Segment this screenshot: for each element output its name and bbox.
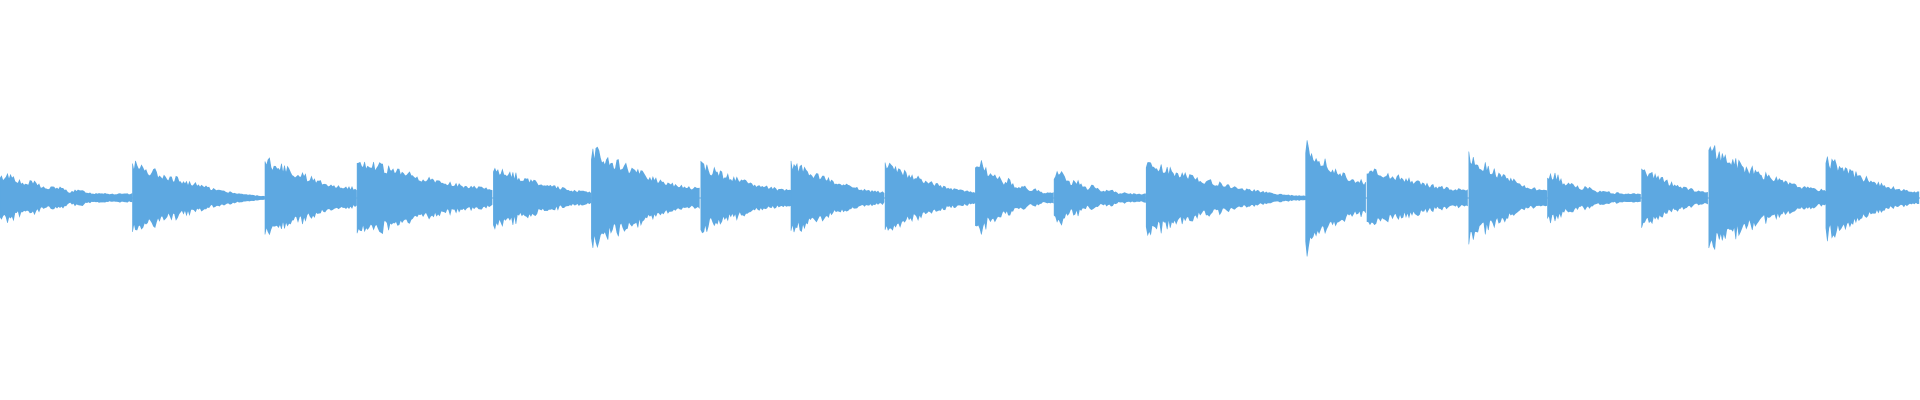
waveform-segment xyxy=(493,167,592,230)
waveform-segment xyxy=(591,146,700,249)
waveform-segment xyxy=(132,160,265,232)
waveform-segment xyxy=(0,172,133,223)
waveform-segment xyxy=(1145,162,1306,237)
waveform-segment xyxy=(1547,172,1641,224)
waveform-segments xyxy=(0,140,1920,257)
waveform-segment xyxy=(1468,151,1548,245)
waveform-segment xyxy=(1641,168,1708,228)
waveform-segment xyxy=(790,160,885,233)
waveform-segment xyxy=(1366,168,1468,226)
waveform-segment xyxy=(1305,140,1366,257)
waveform-segment xyxy=(356,161,493,235)
waveform-segment xyxy=(975,160,1054,235)
waveform-segment xyxy=(1825,156,1920,242)
waveform-segment xyxy=(264,157,357,236)
waveform-segment xyxy=(1708,145,1827,251)
waveform-segment xyxy=(884,162,976,231)
waveform-segment xyxy=(700,160,792,234)
waveform-segment xyxy=(1053,170,1146,226)
